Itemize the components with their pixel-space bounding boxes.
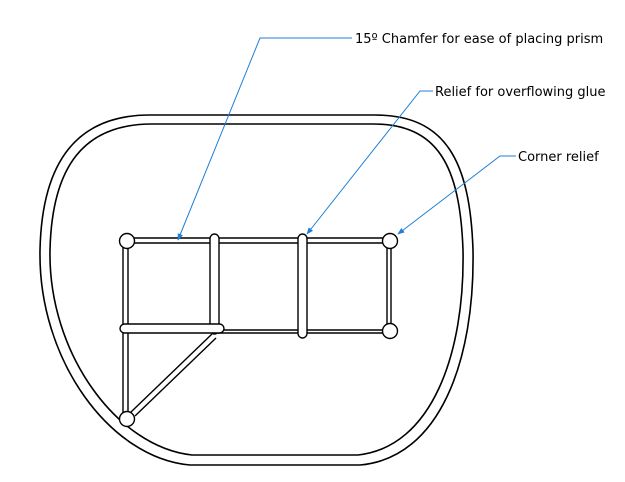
callout-corner-relief-label: Corner relief (518, 150, 599, 165)
callout-chamfer-label: 15º Chamfer for ease of placing prism (355, 32, 603, 47)
corner-relief-top-left (118, 232, 136, 250)
prism-pocket (122, 237, 392, 418)
leader-chamfer (177, 37, 352, 241)
corner-relief-bottom-right (381, 322, 399, 340)
corner-reliefs (118, 232, 399, 428)
housing-outline (39, 114, 474, 466)
callout-glue-relief-label: Relief for overflowing glue (435, 85, 606, 100)
glue-relief-slots (119, 233, 308, 339)
corner-relief-bottom-left (118, 410, 136, 428)
corner-relief-top-right (381, 232, 399, 250)
leader-glue-relief (306, 90, 433, 235)
leader-corner-relief (397, 155, 516, 235)
